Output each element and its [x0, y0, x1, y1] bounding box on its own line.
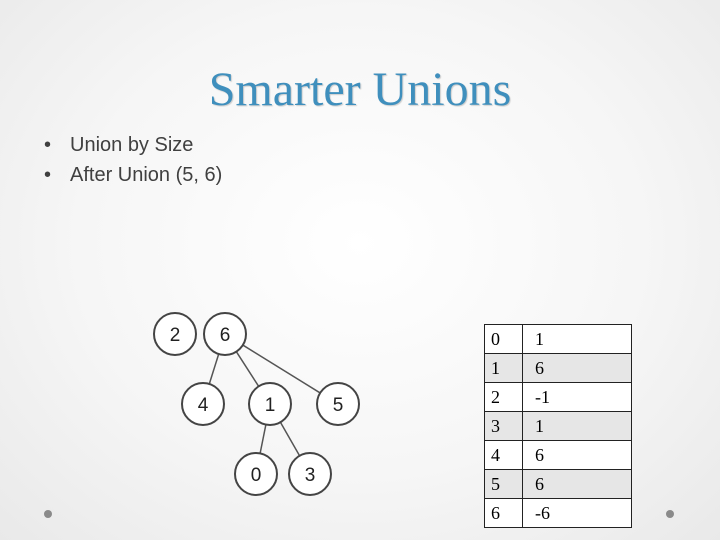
table-row: 4 6 — [484, 440, 632, 470]
table-value-cell: -1 — [522, 382, 632, 412]
tree-node-circle — [203, 312, 247, 356]
table-value-cell: -6 — [522, 498, 632, 528]
tree-edge-6-4 — [208, 353, 220, 385]
tree-node-label: 4 — [198, 395, 209, 416]
table-index-cell: 4 — [484, 440, 523, 470]
tree-node-3: 3 — [288, 452, 332, 496]
tree-node-label: 0 — [251, 465, 262, 486]
tree-node-0: 0 — [234, 452, 278, 496]
tree-node-4: 4 — [181, 382, 225, 426]
table-value-cell: 1 — [522, 324, 632, 354]
table-row: 1 6 — [484, 353, 632, 383]
slide-title: Smarter Unions — [208, 63, 512, 116]
bullet-dot: • — [44, 164, 52, 186]
tree-node-circle — [248, 382, 292, 426]
table-index-cell: 3 — [484, 411, 523, 441]
table-index-cell: 2 — [484, 382, 523, 412]
bullet-text: After Union (5, 6) — [70, 164, 223, 186]
tree-edge-1-3 — [279, 421, 301, 457]
table-row: 0 1 — [484, 324, 632, 354]
table-index-cell: 5 — [484, 469, 523, 499]
table-value-cell: 1 — [522, 411, 632, 441]
tree-node-circle — [316, 382, 360, 426]
table-row: 3 1 — [484, 411, 632, 441]
tree-node-1: 1 — [248, 382, 292, 426]
tree-node-2: 2 — [153, 312, 197, 356]
table-value-cell: 6 — [522, 353, 632, 383]
tree-edge-6-1 — [235, 351, 260, 387]
table-index-cell: 1 — [484, 353, 523, 383]
tree-node-label: 1 — [265, 395, 276, 416]
tree-node-6: 6 — [203, 312, 247, 356]
tree-node-5: 5 — [316, 382, 360, 426]
tree-node-circle — [288, 452, 332, 496]
table-value-cell: 6 — [522, 469, 632, 499]
tree-edges — [208, 344, 321, 457]
bullet-item: • Union by Size — [44, 130, 222, 160]
tree-node-circle — [234, 452, 278, 496]
tree-node-circle — [153, 312, 197, 356]
tree-node-label: 2 — [170, 325, 181, 346]
tree-node-circle — [181, 382, 225, 426]
tree-node-label: 5 — [333, 395, 344, 416]
bullet-dot: • — [44, 134, 52, 156]
table-row: 5 6 — [484, 469, 632, 499]
table-index-cell: 0 — [484, 324, 523, 354]
tree-node-label: 6 — [220, 325, 231, 346]
corner-dot-left — [44, 510, 52, 518]
table-value-cell: 6 — [522, 440, 632, 470]
tree-node-label: 3 — [305, 465, 316, 486]
tree-edge-1-0 — [259, 424, 267, 454]
tree-edge-6-5 — [242, 344, 321, 394]
bullet-text: Union by Size — [70, 134, 194, 156]
table-row: 6 -6 — [484, 498, 632, 528]
table-row: 2 -1 — [484, 382, 632, 412]
bullet-list: • Union by Size • After Union (5, 6) — [44, 130, 222, 190]
corner-dot-right — [666, 510, 674, 518]
table-index-cell: 6 — [484, 498, 523, 528]
tree-nodes: 2 6 4 1 5 0 3 — [153, 312, 360, 496]
bullet-item: • After Union (5, 6) — [44, 160, 222, 190]
parent-array-table: 0 1 1 6 2 -1 3 1 4 6 5 6 6 -6 — [484, 324, 632, 528]
